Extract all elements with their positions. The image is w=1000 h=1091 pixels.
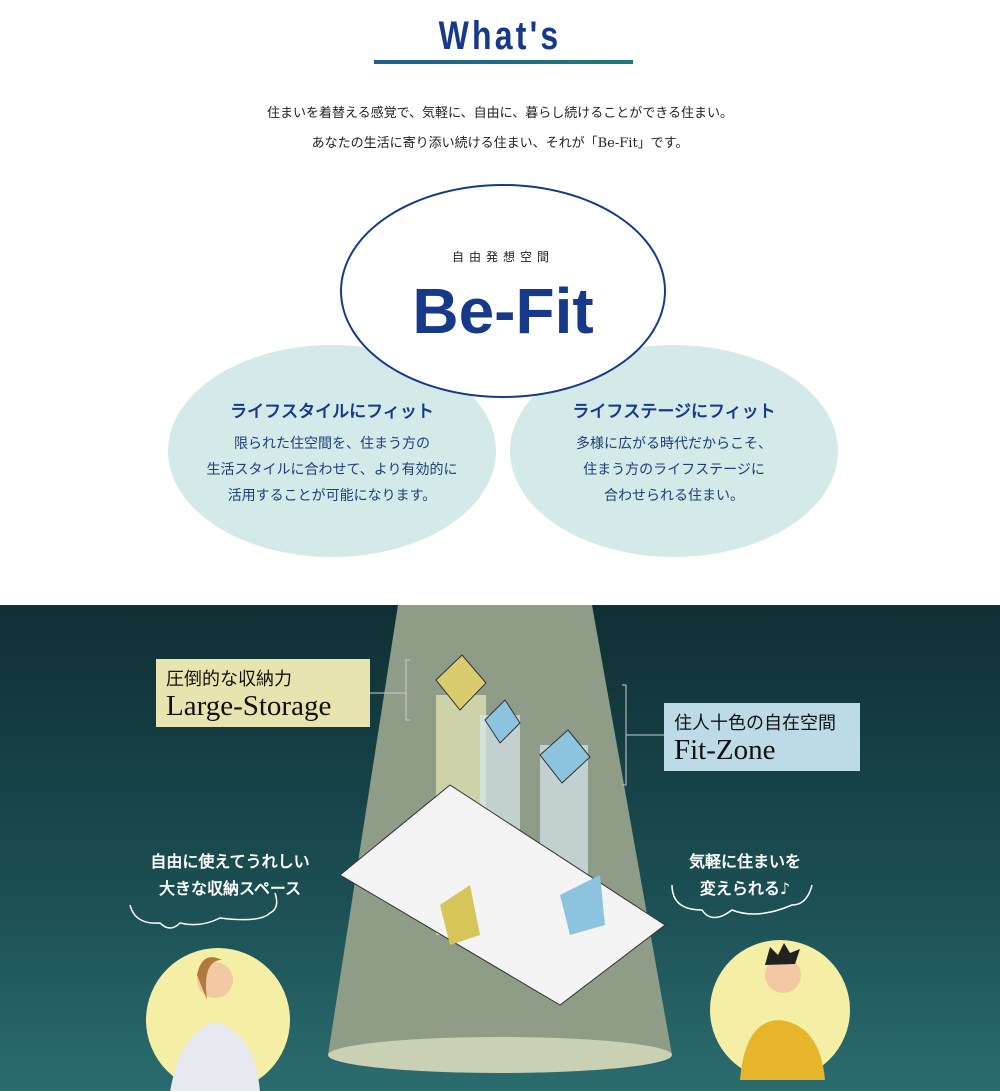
befit-logo: Be-Fit (412, 275, 594, 347)
text-line: 多様に広がる時代だからこそ、 (576, 436, 772, 452)
bubble-line: 気軽に住まいを (688, 852, 801, 871)
title-underline (374, 60, 633, 64)
lifestyle-title: ライフスタイルにフィット (230, 402, 434, 422)
fit-zone-label: 住人十色の自在空間 Fit-Zone (664, 703, 860, 771)
intro-line-1: 住まいを着替える感覚で、気軽に、自由に、暮らし続けることができる住まい。 (266, 106, 734, 121)
text-line: 合わせられる住まい。 (604, 488, 744, 504)
fitzone-jp: 住人十色の自在空間 (674, 713, 836, 733)
text-line: 限られた住空間を、住まう方の (234, 436, 430, 452)
section-title: What's (438, 14, 562, 58)
bubble-line: 大きな収納スペース (158, 879, 302, 898)
illustration-section: 圧倒的な収納力 Large-Storage 住人十色の自在空間 Fit-Zone… (0, 605, 1000, 1091)
floorplan-illustration (129, 605, 850, 1091)
befit-subtitle: 自由発想空間 (451, 250, 554, 264)
left-speech-bubble: 自由に使えてうれしい 大きな収納スペース (130, 848, 330, 902)
storage-en: Large-Storage (166, 690, 332, 722)
bubble-line: 変えられる♪ (699, 879, 791, 898)
large-storage-label: 圧倒的な収納力 Large-Storage (156, 659, 370, 727)
intro-line-2: あなたの生活に寄り添い続ける住まい、それが「Be-Fit」です。 (311, 136, 689, 151)
lifestage-text: 多様に広がる時代だからこそ、 住まう方のライフステージに 合わせられる住まい。 (510, 431, 838, 509)
bubble-line: 自由に使えてうれしい (150, 852, 310, 871)
text-line: 住まう方のライフステージに (583, 462, 765, 478)
lifestage-title: ライフステージにフィット (572, 402, 776, 422)
text-line: 生活スタイルに合わせて、より有効的に (206, 462, 458, 478)
storage-jp: 圧倒的な収納力 (166, 669, 292, 689)
lifestyle-text: 限られた住空間を、住まう方の 生活スタイルに合わせて、より有効的に 活用すること… (168, 431, 496, 509)
fitzone-en: Fit-Zone (674, 734, 776, 766)
befit-circle: 自由発想空間 Be-Fit (340, 184, 666, 398)
text-line: 活用することが可能になります。 (227, 488, 437, 504)
right-speech-bubble: 気軽に住まいを 変えられる♪ (670, 848, 820, 902)
